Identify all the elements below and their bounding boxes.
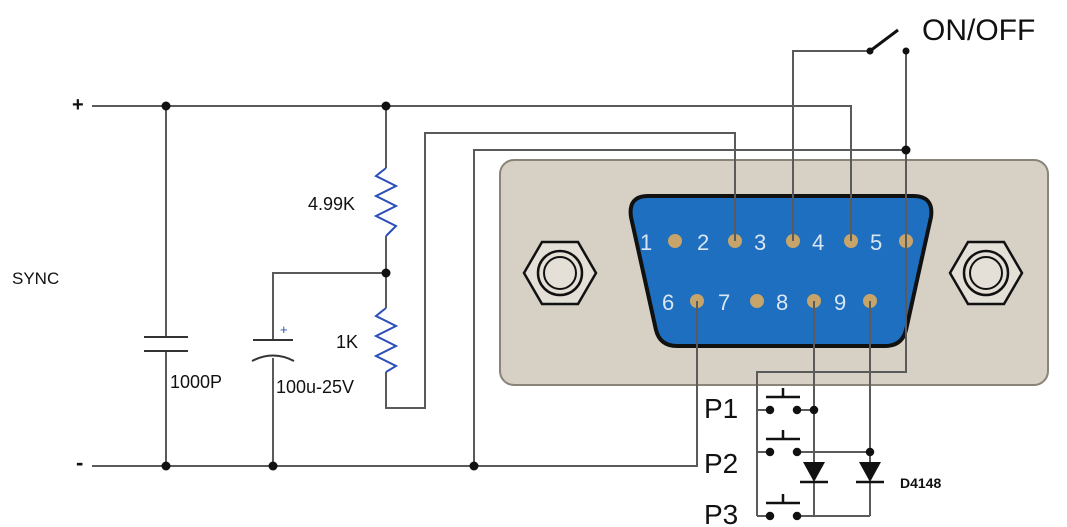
wire-ecap — [272, 272, 386, 466]
pushbutton-p3 — [765, 494, 802, 521]
cap2-label: 100u-25V — [276, 377, 354, 397]
wire-pin3 — [473, 149, 906, 466]
pin-label-8: 8 — [776, 290, 788, 315]
node — [381, 101, 391, 111]
node — [901, 145, 911, 155]
pin-label-2: 2 — [697, 230, 709, 255]
minus-terminal-label: - — [76, 450, 83, 475]
node — [381, 268, 391, 278]
connector-face — [628, 194, 934, 348]
pin-label-1: 1 — [640, 230, 652, 255]
node — [268, 461, 278, 471]
node — [161, 461, 171, 471]
capacitor-100u — [251, 339, 295, 362]
node — [469, 461, 479, 471]
wire-pin5-bus — [756, 241, 907, 516]
junction-nodes — [161, 101, 911, 471]
node — [161, 101, 171, 111]
diode-2 — [856, 462, 884, 484]
pin-1 — [668, 234, 682, 248]
wire-minus-rail — [92, 301, 698, 467]
diode-label: D4148 — [900, 475, 941, 491]
wire-plus-rail — [92, 105, 852, 241]
cap1-label: 1000P — [170, 372, 222, 392]
pin-label-9: 9 — [834, 290, 846, 315]
pushbutton-p2 — [765, 430, 875, 457]
capacitor-1000p — [144, 336, 188, 352]
p3-label: P3 — [704, 499, 738, 527]
p1-label: P1 — [704, 393, 738, 424]
pin-label-6: 6 — [662, 290, 674, 315]
wires — [92, 50, 907, 517]
switch-label: ON/OFF — [922, 14, 1035, 47]
pin-label-4: 4 — [812, 230, 824, 255]
resistor-4-99k — [373, 167, 399, 237]
p2-label: P2 — [704, 448, 738, 479]
res1-label: 4.99K — [308, 194, 355, 214]
right-screw-icon — [948, 240, 1024, 306]
db9-connector — [499, 159, 1049, 386]
plus-terminal-label: + — [72, 94, 84, 116]
wire-switch-left — [792, 50, 870, 241]
resistor-1k — [373, 307, 399, 373]
diode-1 — [800, 462, 828, 484]
pushbutton-p1 — [765, 388, 819, 415]
left-screw-icon — [522, 240, 598, 306]
pin-7 — [750, 294, 764, 308]
on-off-switch — [866, 28, 910, 55]
pin-label-3: 3 — [754, 230, 766, 255]
pin-label-7: 7 — [718, 290, 730, 315]
res2-label: 1K — [336, 332, 358, 352]
pin-label-5: 5 — [870, 230, 882, 255]
cap2-polarity-label: + — [280, 322, 288, 337]
sync-label: SYNC — [12, 269, 59, 288]
